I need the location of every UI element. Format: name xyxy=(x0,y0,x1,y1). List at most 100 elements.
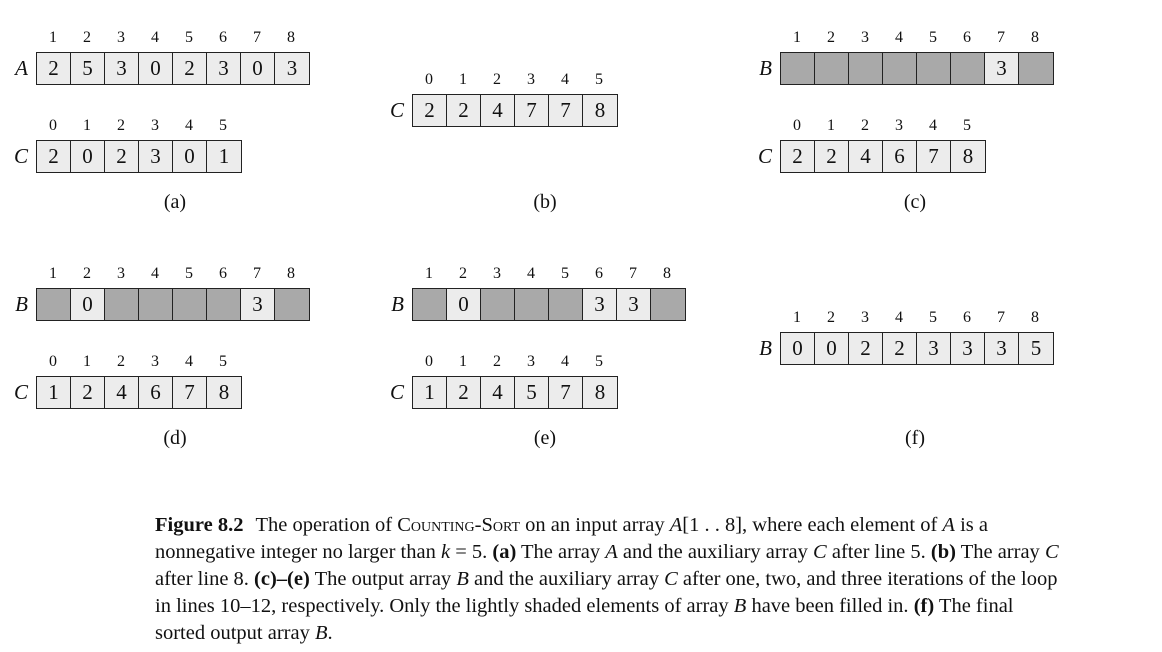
array-index: 2 xyxy=(493,353,501,370)
panel-label: (d) xyxy=(163,427,187,449)
array-cell-empty xyxy=(815,53,849,84)
array-index: 5 xyxy=(561,265,569,282)
panel-label: (a) xyxy=(163,191,187,213)
array-index: 3 xyxy=(117,265,125,282)
array-cell: 0 xyxy=(139,53,173,84)
array-name-b: B xyxy=(759,336,772,360)
array-cell: 0 xyxy=(781,333,815,364)
array-cell: 4 xyxy=(849,141,883,172)
array-name-b: B xyxy=(15,292,28,316)
array-cell-empty xyxy=(413,289,447,320)
panel-label: (c) xyxy=(903,191,927,213)
array-index: 1 xyxy=(83,117,91,134)
array-index: 3 xyxy=(861,309,869,326)
array-cell: 2 xyxy=(105,141,139,172)
array-cell: 4 xyxy=(481,95,515,126)
array-index: 1 xyxy=(83,353,91,370)
array-cell: 7 xyxy=(549,377,583,408)
array-cell-empty xyxy=(549,289,583,320)
array-cell: 5 xyxy=(515,377,549,408)
array-index: 2 xyxy=(83,265,91,282)
array-cell: 1 xyxy=(37,377,71,408)
array-cell-empty xyxy=(515,289,549,320)
array-cell: 3 xyxy=(275,53,309,84)
array-name-c: C xyxy=(389,380,404,404)
array-index: 0 xyxy=(49,353,57,370)
array-index: 4 xyxy=(185,353,193,370)
array-index: 2 xyxy=(117,353,125,370)
array-index: 5 xyxy=(219,353,227,370)
array-index: 4 xyxy=(527,265,535,282)
array-cell: 2 xyxy=(447,95,481,126)
array-cell: 1 xyxy=(207,141,241,172)
array-cell: 2 xyxy=(71,377,105,408)
array-name-c: C xyxy=(13,380,28,404)
array-index: 5 xyxy=(595,353,603,370)
array-cell: 0 xyxy=(71,289,105,320)
array-cell-empty xyxy=(139,289,173,320)
array-index: 2 xyxy=(861,117,869,134)
array-index: 7 xyxy=(253,265,261,282)
array-index: 5 xyxy=(219,117,227,134)
array-index: 5 xyxy=(929,309,937,326)
array-cell: 3 xyxy=(951,333,985,364)
array-cell: 2 xyxy=(447,377,481,408)
array-index: 8 xyxy=(663,265,671,282)
array-index: 6 xyxy=(219,29,227,46)
array-index: 8 xyxy=(287,265,295,282)
array-cell: 4 xyxy=(105,377,139,408)
array-cell: 2 xyxy=(37,53,71,84)
array-name-b: B xyxy=(391,292,404,316)
panel-label: (f) xyxy=(905,427,925,449)
array-index: 4 xyxy=(895,29,903,46)
array-index: 7 xyxy=(997,29,1005,46)
array-cell: 3 xyxy=(985,333,1019,364)
array-index: 5 xyxy=(963,117,971,134)
array-cell: 2 xyxy=(37,141,71,172)
array-index: 4 xyxy=(929,117,937,134)
array-index: 3 xyxy=(117,29,125,46)
array-index: 1 xyxy=(793,309,801,326)
array-cell-empty xyxy=(883,53,917,84)
array-index: 4 xyxy=(185,117,193,134)
array-cell-empty xyxy=(1019,53,1053,84)
array-cell: 2 xyxy=(173,53,207,84)
array-index: 4 xyxy=(895,309,903,326)
array-cell: 3 xyxy=(241,289,275,320)
array-cell: 6 xyxy=(883,141,917,172)
array-index: 8 xyxy=(1031,309,1039,326)
array-cell: 3 xyxy=(139,141,173,172)
array-cell: 2 xyxy=(883,333,917,364)
array-cell-empty xyxy=(275,289,309,320)
array-index: 1 xyxy=(827,117,835,134)
array-index: 3 xyxy=(861,29,869,46)
array-index: 0 xyxy=(793,117,801,134)
array-index: 3 xyxy=(151,117,159,134)
array-cell: 8 xyxy=(583,95,617,126)
caption-algorithm-name: Counting-Sort xyxy=(397,514,521,536)
array-index: 2 xyxy=(827,309,835,326)
panel-label: (e) xyxy=(533,427,557,449)
array-index: 1 xyxy=(459,353,467,370)
panel-label: (b) xyxy=(533,191,557,213)
array-index: 8 xyxy=(287,29,295,46)
array-index: 6 xyxy=(595,265,603,282)
array-cell: 7 xyxy=(173,377,207,408)
array-cell-empty xyxy=(37,289,71,320)
array-name-c: C xyxy=(13,144,28,168)
array-b: 3 xyxy=(780,52,1054,85)
array-index: 1 xyxy=(49,265,57,282)
array-index: 6 xyxy=(219,265,227,282)
array-index: 4 xyxy=(151,29,159,46)
array-index: 4 xyxy=(561,71,569,88)
array-index: 3 xyxy=(493,265,501,282)
array-cell: 5 xyxy=(1019,333,1053,364)
array-name-b: B xyxy=(759,56,772,80)
array-index: 0 xyxy=(49,117,57,134)
